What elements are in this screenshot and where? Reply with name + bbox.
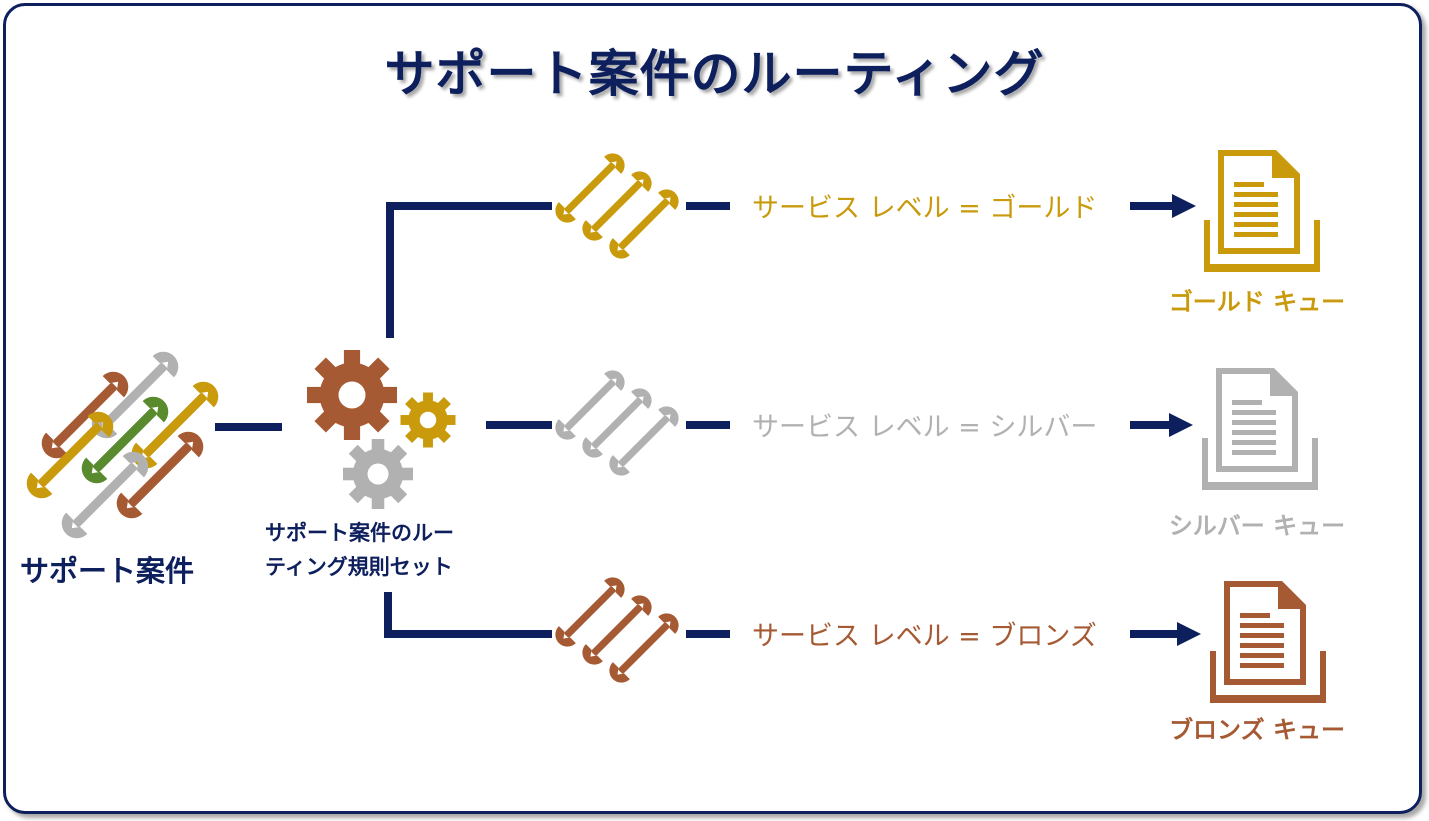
- diagram-title: サポート案件のルーティング: [384, 45, 1045, 103]
- rule-set-label-line1: サポート案件のルー: [265, 521, 454, 545]
- arrowheads: [1169, 194, 1201, 646]
- queue-label-bronze: ブロンズ キュー: [1169, 716, 1345, 744]
- wrenches-icon-gold: [550, 148, 684, 264]
- wrenches-icon-silver: [550, 365, 684, 481]
- queue-label-silver: シルバー キュー: [1168, 512, 1346, 540]
- wrench-cluster-icon: [20, 345, 225, 545]
- condition-silver: サービス レベル = シルバー: [752, 412, 1098, 443]
- wrenches-icon-bronze: [550, 572, 684, 688]
- condition-bronze: サービス レベル = ブロンズ: [752, 621, 1097, 652]
- document-tray-icon-silver: [1202, 368, 1318, 490]
- queue-label-gold: ゴールド キュー: [1168, 288, 1346, 316]
- rule-set-label: サポート案件のルー ティング規則セット: [265, 516, 454, 584]
- diagram-frame: [3, 3, 1422, 814]
- document-tray-icon-bronze: [1210, 581, 1326, 703]
- condition-gold: サービス レベル = ゴールド: [752, 193, 1098, 224]
- source-label: サポート案件: [20, 554, 195, 588]
- rule-set-label-line2: ティング規則セット: [265, 555, 453, 579]
- branch-lines: [384, 202, 1180, 638]
- document-tray-icon-gold: [1204, 150, 1320, 272]
- gears-icon: [307, 350, 456, 509]
